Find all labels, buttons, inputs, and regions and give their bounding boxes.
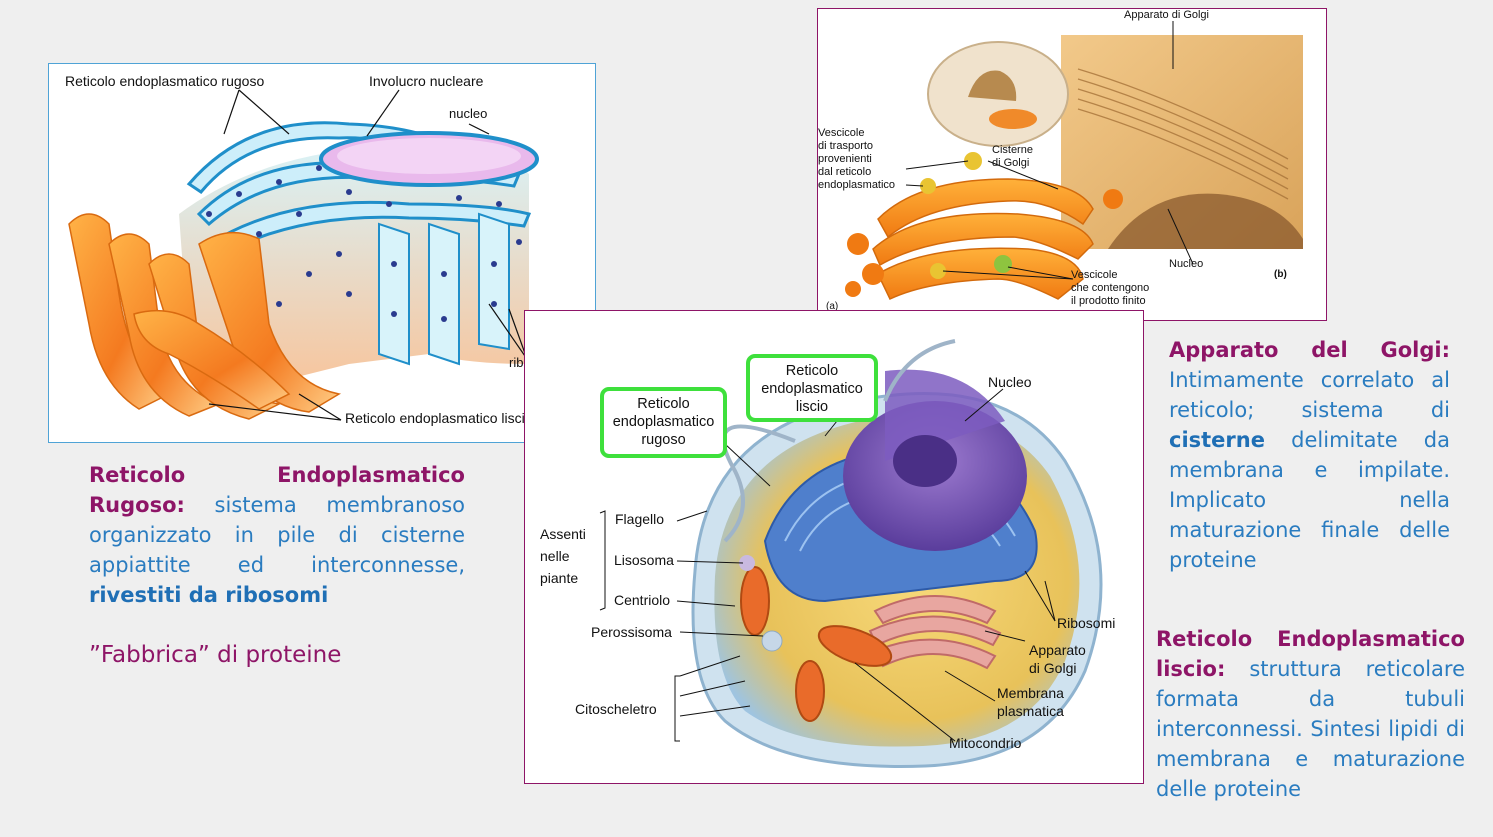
animal-cell-figure: Reticolo endoplasmatico rugoso Reticolo … bbox=[524, 310, 1144, 784]
rer-emphasis: rivestiti da ribosomi bbox=[89, 583, 329, 607]
rer-highlight-box: Reticolo endoplasmatico rugoso bbox=[600, 387, 727, 458]
ser-body: struttura reticolare formata da tubuli i… bbox=[1156, 657, 1465, 801]
golgi-nucleus-label: Nucleo bbox=[1169, 258, 1204, 270]
golgi-illustration bbox=[845, 21, 1303, 300]
golgi-emphasis: cisterne bbox=[1169, 428, 1265, 452]
protein-factory-text: ”Fabbrica” di proteine bbox=[89, 642, 342, 668]
ser-description: Reticolo Endoplasmatico liscio: struttur… bbox=[1156, 624, 1465, 804]
panel-b-label: (b) bbox=[1274, 269, 1287, 280]
ser-title: Reticolo Endoplasmatico liscio: bbox=[1156, 627, 1465, 681]
golgi-body-2: delimitate da membrana e impilate. Impli… bbox=[1169, 428, 1450, 572]
animal-cell-illustration bbox=[599, 339, 1103, 768]
cytoskeleton-label: Citoscheletro bbox=[575, 701, 657, 717]
absent-in-plants-label: Assenti nelle piante bbox=[540, 526, 586, 586]
rer-body: sistema membranoso organizzato in pile d… bbox=[89, 493, 465, 577]
ser-highlight-box: Reticolo endoplasmatico liscio bbox=[746, 354, 878, 422]
golgi-cisterns-label: Cisterne di Golgi bbox=[992, 144, 1033, 169]
centriole-label: Centriolo bbox=[614, 592, 671, 608]
golgi-description: Apparato del Golgi: Intimamente correlat… bbox=[1169, 335, 1450, 575]
cell-ribosomes-label: Ribosomi bbox=[1057, 615, 1116, 631]
er-illustration bbox=[68, 89, 539, 421]
product-vesicles-label: Vescicole che contengono il prodotto fin… bbox=[1071, 269, 1150, 307]
rer-label: Reticolo endoplasmatico rugoso bbox=[65, 73, 265, 89]
nuclear-envelope-label: Involucro nucleare bbox=[369, 73, 484, 89]
ser-label: Reticolo endoplasmatico liscio bbox=[345, 410, 533, 426]
er-figure: Reticolo endoplasmatico rugoso Involucro… bbox=[48, 63, 596, 443]
golgi-body-1: Intimamente correlato al reticolo; siste… bbox=[1169, 368, 1450, 422]
transport-vesicles-label: Vescicole di trasporto provenienti dal r… bbox=[818, 127, 896, 191]
plasma-membrane-label: Membrana plasmatica bbox=[997, 685, 1064, 719]
golgi-figure: Apparato di Golgi Vescicole di trasporto… bbox=[817, 8, 1327, 321]
flagellum-label: Flagello bbox=[615, 511, 665, 527]
rer-title: Reticolo Endoplasmatico Rugoso: bbox=[89, 463, 465, 517]
nucleus-label: nucleo bbox=[449, 106, 488, 121]
cell-golgi-label: Apparato di Golgi bbox=[1029, 642, 1086, 676]
peroxisome-label: Perossisoma bbox=[591, 624, 672, 640]
mitochondrion-label: Mitocondrio bbox=[949, 735, 1022, 751]
cell-nucleus-label: Nucleo bbox=[988, 374, 1032, 390]
golgi-apparatus-label: Apparato di Golgi bbox=[1124, 9, 1209, 21]
lysosome-label: Lisosoma bbox=[614, 552, 674, 568]
golgi-title: Apparato del Golgi: bbox=[1169, 338, 1450, 362]
panel-a-label: (a) bbox=[826, 301, 839, 312]
rer-description: Reticolo Endoplasmatico Rugoso: sistema … bbox=[89, 460, 465, 610]
